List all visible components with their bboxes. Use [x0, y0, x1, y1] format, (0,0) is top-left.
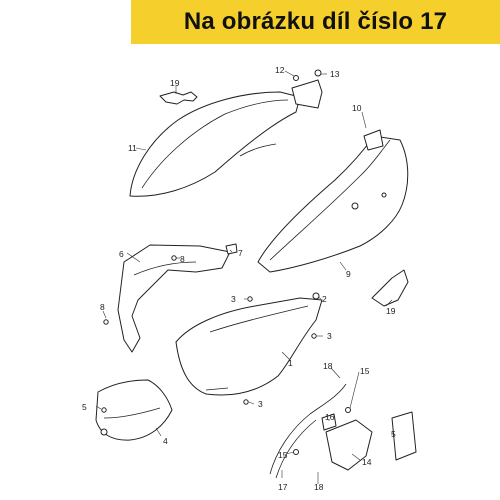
part-14-housing	[325, 419, 373, 471]
callout-18-upper: 18	[323, 361, 333, 371]
part-16-fitting	[321, 413, 337, 431]
callout-15-upper: 15	[360, 366, 370, 376]
callout-8-upper: 8	[180, 254, 185, 264]
part-13-mount-bracket	[291, 79, 323, 109]
callout-15-lower: 15	[278, 450, 288, 460]
callout-14: 14	[362, 457, 372, 467]
callout-5-right: 5	[391, 429, 396, 439]
callout-3-upper: 3	[231, 294, 236, 304]
part-9-hole	[351, 202, 359, 210]
part-4-lower-cover	[95, 379, 173, 441]
callout-18-lower: 18	[314, 482, 324, 492]
part-6-inner-panel	[117, 244, 231, 353]
part-12-screw	[293, 75, 299, 81]
callout-6: 6	[119, 249, 124, 259]
callout-9: 9	[346, 269, 351, 279]
part-15-screw-lower	[293, 449, 299, 455]
part-8-screw-b	[103, 319, 109, 325]
part-3-screw-a	[247, 296, 253, 302]
callout-3-lower: 3	[258, 399, 263, 409]
part-13-bolt	[314, 69, 322, 77]
part-7-clip	[225, 243, 238, 255]
part-19-bracket-left	[159, 91, 198, 105]
part-9-hole-small	[381, 192, 387, 198]
part-5-screw-a	[101, 407, 107, 413]
callout-12: 12	[275, 65, 285, 75]
part-2-fastener	[312, 292, 320, 300]
part-3-screw-b	[311, 333, 317, 339]
callout-11: 11	[128, 143, 137, 153]
callout-8-lower: 8	[100, 302, 105, 312]
callout-5-left: 5	[82, 402, 87, 412]
callout-2: 2	[322, 294, 327, 304]
title-banner: Na obrázku díl číslo 17	[131, 0, 500, 44]
part-8-screw-a	[171, 255, 177, 261]
part-1-lower-panel	[175, 297, 323, 396]
part-9-rear-cover	[257, 135, 409, 273]
part-19-bracket-right	[371, 269, 409, 307]
callout-7: 7	[238, 248, 243, 258]
part-15-screw	[345, 407, 351, 413]
callout-13: 13	[330, 69, 340, 79]
callout-19-lower: 19	[386, 306, 396, 316]
part-10-bracket	[363, 129, 384, 151]
part-17-plate	[391, 411, 417, 461]
callout-17: 17	[278, 482, 288, 492]
callout-3-middle: 3	[327, 331, 332, 341]
part-3-screw-c	[243, 399, 249, 405]
part-4-hole	[100, 428, 108, 436]
callout-19-upper: 19	[170, 78, 180, 88]
callout-4: 4	[163, 436, 168, 446]
callout-16: 16	[325, 412, 335, 422]
banner-title: Na obrázku díl číslo 17	[183, 8, 448, 35]
part-17-cable	[269, 383, 347, 475]
callout-1: 1	[288, 358, 293, 368]
leader-lines	[95, 70, 393, 484]
callout-10: 10	[352, 103, 362, 113]
